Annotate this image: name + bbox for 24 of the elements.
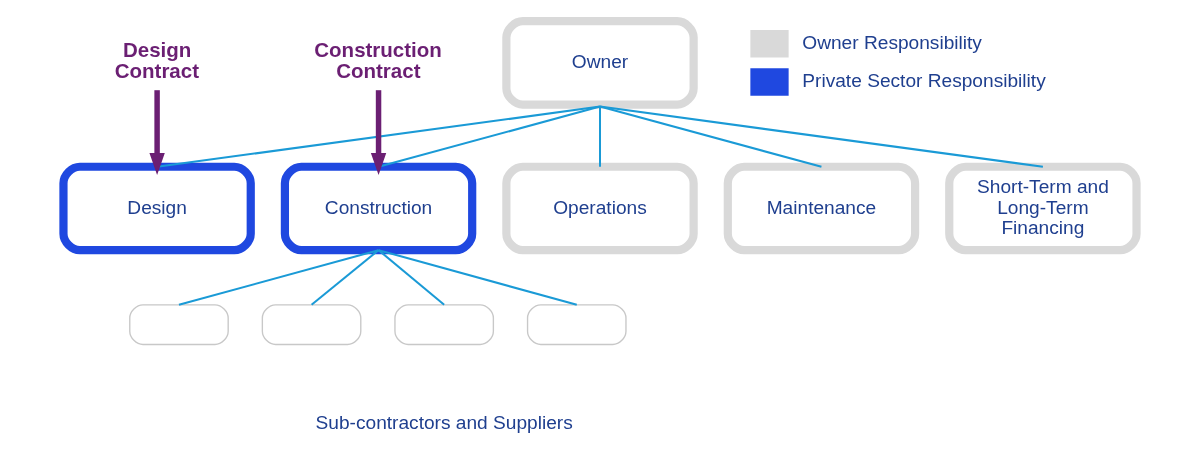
node-box	[526, 304, 627, 346]
connector	[377, 249, 445, 306]
node-box: Design	[58, 162, 255, 255]
node-text: Design Contract	[114, 38, 199, 82]
node-box: Maintenance	[723, 162, 919, 255]
connector	[310, 249, 379, 306]
connector	[598, 106, 601, 167]
legend-label: Owner Responsibility	[801, 31, 982, 53]
node-box: Owner	[501, 17, 698, 109]
connector	[178, 249, 379, 306]
arrow	[148, 90, 165, 176]
node-box	[393, 304, 494, 346]
node-box: Short-Term and Long-Term Financing	[944, 162, 1141, 255]
connector	[599, 105, 822, 168]
arrow	[370, 90, 386, 176]
node-box: Construction	[280, 162, 476, 255]
node-box	[128, 304, 229, 346]
node-text: Construction Contract	[313, 38, 442, 82]
label: Sub-contractors and Suppliers	[315, 411, 573, 433]
legend-label: Private Sector Responsibility	[801, 70, 1046, 92]
node-box	[261, 304, 361, 346]
node-box: Operations	[501, 162, 698, 255]
connector	[599, 105, 1043, 168]
connector	[377, 249, 577, 306]
